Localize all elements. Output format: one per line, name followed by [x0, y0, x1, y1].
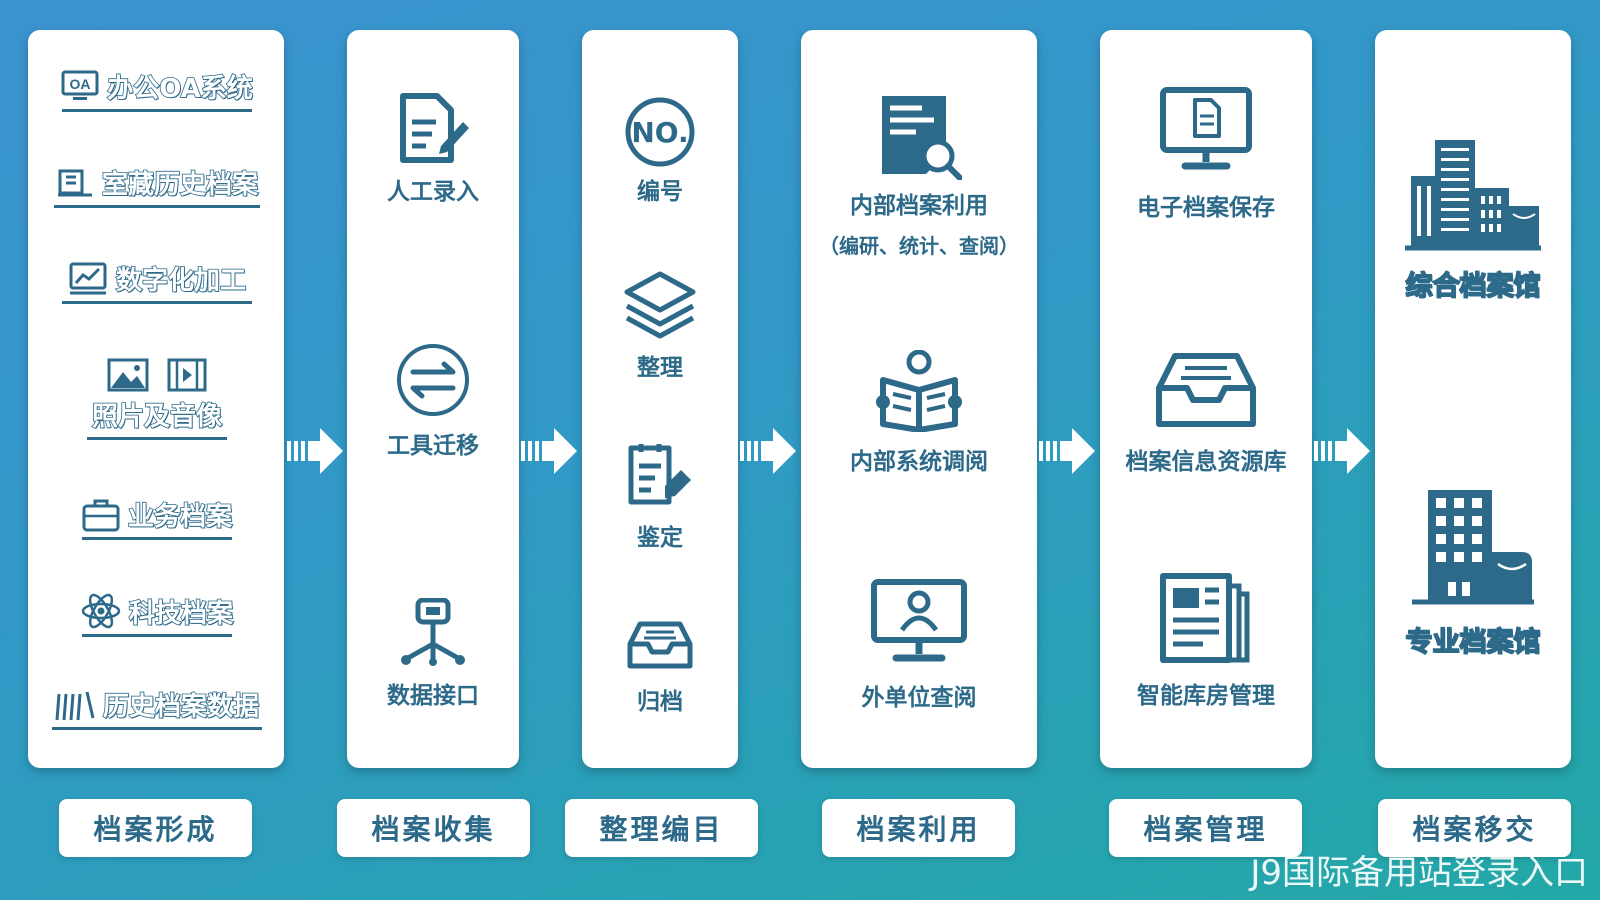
video-icon [167, 358, 207, 392]
transfer-panel: 综合档案馆 专业档案馆 [1375, 30, 1571, 768]
organize-label: 归档 [637, 689, 683, 715]
organize-label: 鉴定 [637, 525, 683, 551]
formation-panel: OA 办公OA系统 室藏历史档案 数字化加工 [28, 30, 284, 768]
collection-label: 工具迁移 [387, 433, 479, 459]
organize-panel: NO. 编号 整理 鉴定 归档 [582, 30, 738, 768]
management-panel: 电子档案保存 档案信息资源库 智能库房管理 [1100, 30, 1312, 768]
management-item-smart-warehouse: 智能库房管理 [1100, 572, 1312, 710]
management-label: 档案信息资源库 [1125, 449, 1287, 475]
clipboard-pen-icon [628, 444, 691, 505]
number-badge-icon: NO. [625, 97, 695, 167]
management-label: 智能库房管理 [1137, 683, 1275, 709]
source-tech: 科技档案 [28, 592, 286, 637]
source-label: 办公OA系统 [106, 73, 253, 105]
collection-item-tool-migration: 工具迁移 [347, 342, 519, 460]
storage-tray-icon [1156, 353, 1256, 427]
transfer-label: 专业档案馆 [1405, 626, 1542, 659]
monitor-user-icon [871, 579, 967, 662]
source-label: 科技档案 [128, 598, 234, 630]
utilization-label: 外单位查阅 [861, 685, 977, 711]
layers-icon [624, 271, 696, 339]
atom-icon [81, 593, 121, 629]
swap-arrows-icon [397, 344, 469, 416]
reading-person-icon [876, 350, 962, 432]
source-label: 照片及音像 [91, 401, 223, 433]
collection-label: 数据接口 [387, 683, 479, 709]
management-item-storage: 电子档案保存 [1100, 86, 1312, 222]
network-node-icon [401, 598, 465, 666]
briefcase-icon [82, 499, 120, 531]
organize-item-appraisal: 鉴定 [582, 440, 738, 552]
flow-arrow-icon [521, 428, 577, 474]
source-oa: OA 办公OA系统 [28, 68, 286, 112]
organize-label: 整理 [637, 355, 683, 381]
organize-item-numbering: NO. 编号 [582, 96, 738, 206]
source-label: 历史档案数据 [102, 691, 260, 723]
source-label: 室藏历史档案 [101, 169, 259, 201]
monitor-document-icon [1160, 87, 1252, 170]
oa-monitor-icon: OA [61, 70, 99, 100]
transfer-item-comprehensive: 综合档案馆 [1375, 136, 1571, 303]
organize-label: 编号 [637, 179, 683, 205]
photo-icon [107, 358, 149, 392]
source-business: 业务档案 [28, 496, 286, 540]
collection-item-manual-entry: 人工录入 [347, 92, 519, 206]
source-history-archive: 室藏历史档案 [28, 164, 286, 208]
flow-arrow-icon [1314, 428, 1370, 474]
utilization-panel: 内部档案利用 （编研、统计、查阅） 内部系统调阅 外单位查阅 [801, 30, 1037, 768]
stage-collection: 档案收集 [337, 799, 530, 857]
source-label: 业务档案 [127, 501, 233, 533]
utilization-label: 内部系统调阅 [850, 449, 988, 475]
collection-label: 人工录入 [387, 179, 479, 205]
inbox-tray-icon [627, 621, 693, 669]
office-building-icon [1412, 490, 1534, 605]
svg-text:NO.: NO. [631, 116, 688, 149]
utilization-label: 内部档案利用 [850, 193, 988, 219]
organize-item-filing: 归档 [582, 620, 738, 716]
stage-utilization: 档案利用 [822, 799, 1015, 857]
source-digitization: 数字化加工 [28, 260, 286, 304]
svg-text:OA: OA [70, 76, 91, 92]
organize-item-sorting: 整理 [582, 270, 738, 382]
management-item-resource-db: 档案信息资源库 [1100, 352, 1312, 476]
city-buildings-icon [1405, 140, 1541, 251]
stage-management: 档案管理 [1109, 799, 1302, 857]
utilization-item-system-view: 内部系统调阅 [801, 350, 1037, 476]
watermark-text: J9国际备用站登录入口 [1250, 853, 1588, 893]
flow-arrow-icon [287, 428, 343, 474]
newspaper-icon [1160, 573, 1250, 663]
source-photo-video: 照片及音像 [28, 358, 286, 440]
archive-book-icon [57, 169, 92, 196]
management-label: 电子档案保存 [1137, 195, 1275, 221]
document-edit-icon [400, 93, 469, 163]
flow-arrow-icon [740, 428, 796, 474]
utilization-item-external: 外单位查阅 [801, 578, 1037, 712]
flow-arrow-icon [1039, 428, 1095, 474]
source-history-data: 历史档案数据 [28, 686, 286, 730]
transfer-label: 综合档案馆 [1405, 270, 1542, 303]
stage-transfer: 档案移交 [1378, 799, 1571, 857]
document-search-icon [882, 96, 962, 180]
utilization-sub-label: （编研、统计、查阅） [819, 234, 1019, 258]
stage-formation: 档案形成 [59, 799, 252, 857]
utilization-item-internal: 内部档案利用 （编研、统计、查阅） [801, 94, 1037, 259]
stage-cataloging: 整理编目 [565, 799, 758, 857]
books-icon [55, 691, 95, 720]
transfer-item-professional: 专业档案馆 [1375, 486, 1571, 659]
collection-panel: 人工录入 工具迁移 数据接口 [347, 30, 519, 768]
collection-item-data-interface: 数据接口 [347, 598, 519, 710]
source-label: 数字化加工 [115, 265, 247, 297]
chart-screen-icon [69, 262, 107, 294]
